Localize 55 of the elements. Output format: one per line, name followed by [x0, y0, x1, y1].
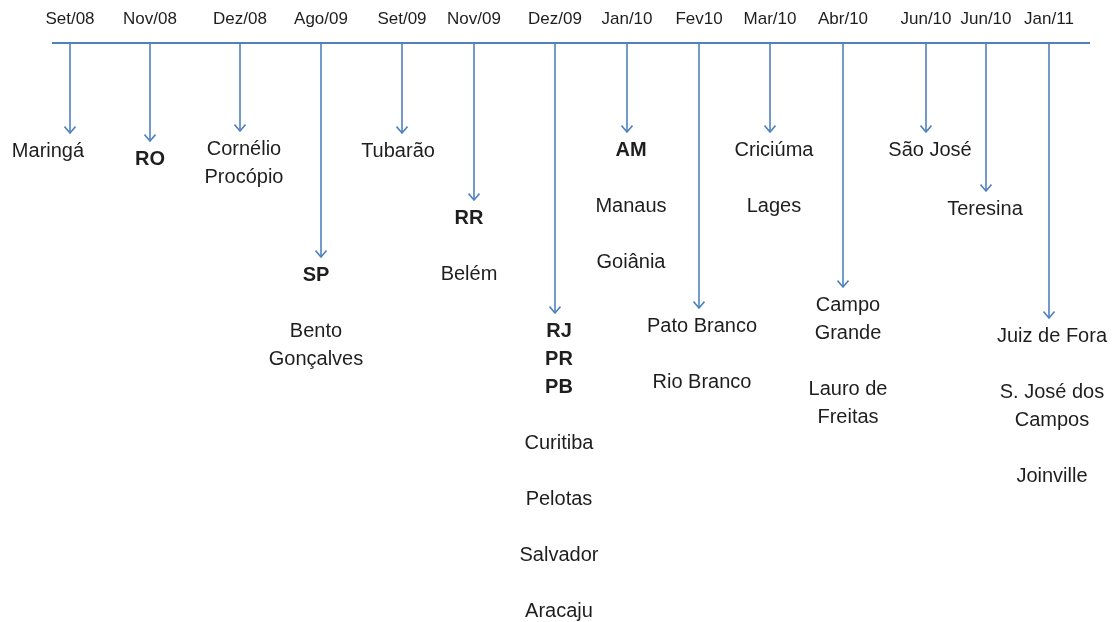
arrow — [763, 43, 777, 133]
date-label: Fev10 — [675, 8, 723, 30]
city-name: Cornélio Procópio — [203, 136, 285, 189]
arrow — [979, 43, 993, 192]
city-name: Juiz de Fora — [996, 323, 1108, 348]
city-name: Salvador — [519, 542, 599, 567]
arrow — [467, 43, 481, 201]
city-name: Tubarão — [361, 138, 435, 163]
city-name: Manaus — [595, 193, 667, 218]
city-name: Belém — [440, 261, 498, 286]
city-name: Pelotas — [525, 486, 593, 511]
arrow — [919, 43, 933, 133]
city-name: Curitiba — [524, 430, 594, 455]
state-abbreviation: SP — [302, 262, 330, 287]
city-name: Criciúma — [734, 137, 814, 162]
date-label: Jun/10 — [960, 8, 1012, 30]
city-name: Joinville — [1016, 463, 1088, 488]
date-label: Jan/11 — [1024, 8, 1074, 30]
arrow — [548, 43, 562, 314]
city-name: Lauro de Freitas — [807, 376, 889, 429]
city-name: Teresina — [947, 196, 1023, 221]
city-name: Pato Branco — [646, 313, 758, 338]
date-label: Set/08 — [45, 8, 95, 30]
city-name: S. José dos Campos — [998, 379, 1106, 432]
date-label: Nov/08 — [123, 8, 177, 30]
city-name: Aracaju — [525, 598, 593, 622]
arrow — [233, 43, 247, 132]
date-label: Dez/09 — [528, 8, 582, 30]
arrow — [395, 43, 409, 134]
city-name: São José — [888, 137, 972, 162]
city-name: Bento Gonçalves — [267, 318, 365, 371]
city-name: Rio Branco — [652, 369, 752, 394]
date-label: Mar/10 — [743, 8, 797, 30]
date-label: Dez/08 — [213, 8, 267, 30]
city-name: Goiânia — [596, 249, 666, 274]
arrow — [620, 43, 634, 133]
arrow — [692, 43, 706, 309]
date-label: Jun/10 — [900, 8, 952, 30]
state-abbreviation: RR — [454, 205, 484, 230]
arrow — [314, 43, 328, 258]
city-name: Maringá — [11, 138, 85, 163]
state-abbreviation: AM — [615, 137, 647, 162]
date-label: Ago/09 — [294, 8, 348, 30]
date-label: Jan/10 — [601, 8, 653, 30]
state-abbreviation: RJ PR PB — [544, 318, 574, 399]
city-name: Campo Grande — [813, 292, 883, 345]
arrow — [836, 43, 850, 288]
date-label: Nov/09 — [447, 8, 501, 30]
arrow — [143, 43, 157, 142]
city-name: Lages — [746, 193, 802, 218]
arrow — [63, 43, 77, 134]
date-label: Set/09 — [377, 8, 427, 30]
date-label: Abr/10 — [817, 8, 869, 30]
arrow — [1042, 43, 1056, 319]
state-abbreviation: RO — [135, 146, 165, 171]
